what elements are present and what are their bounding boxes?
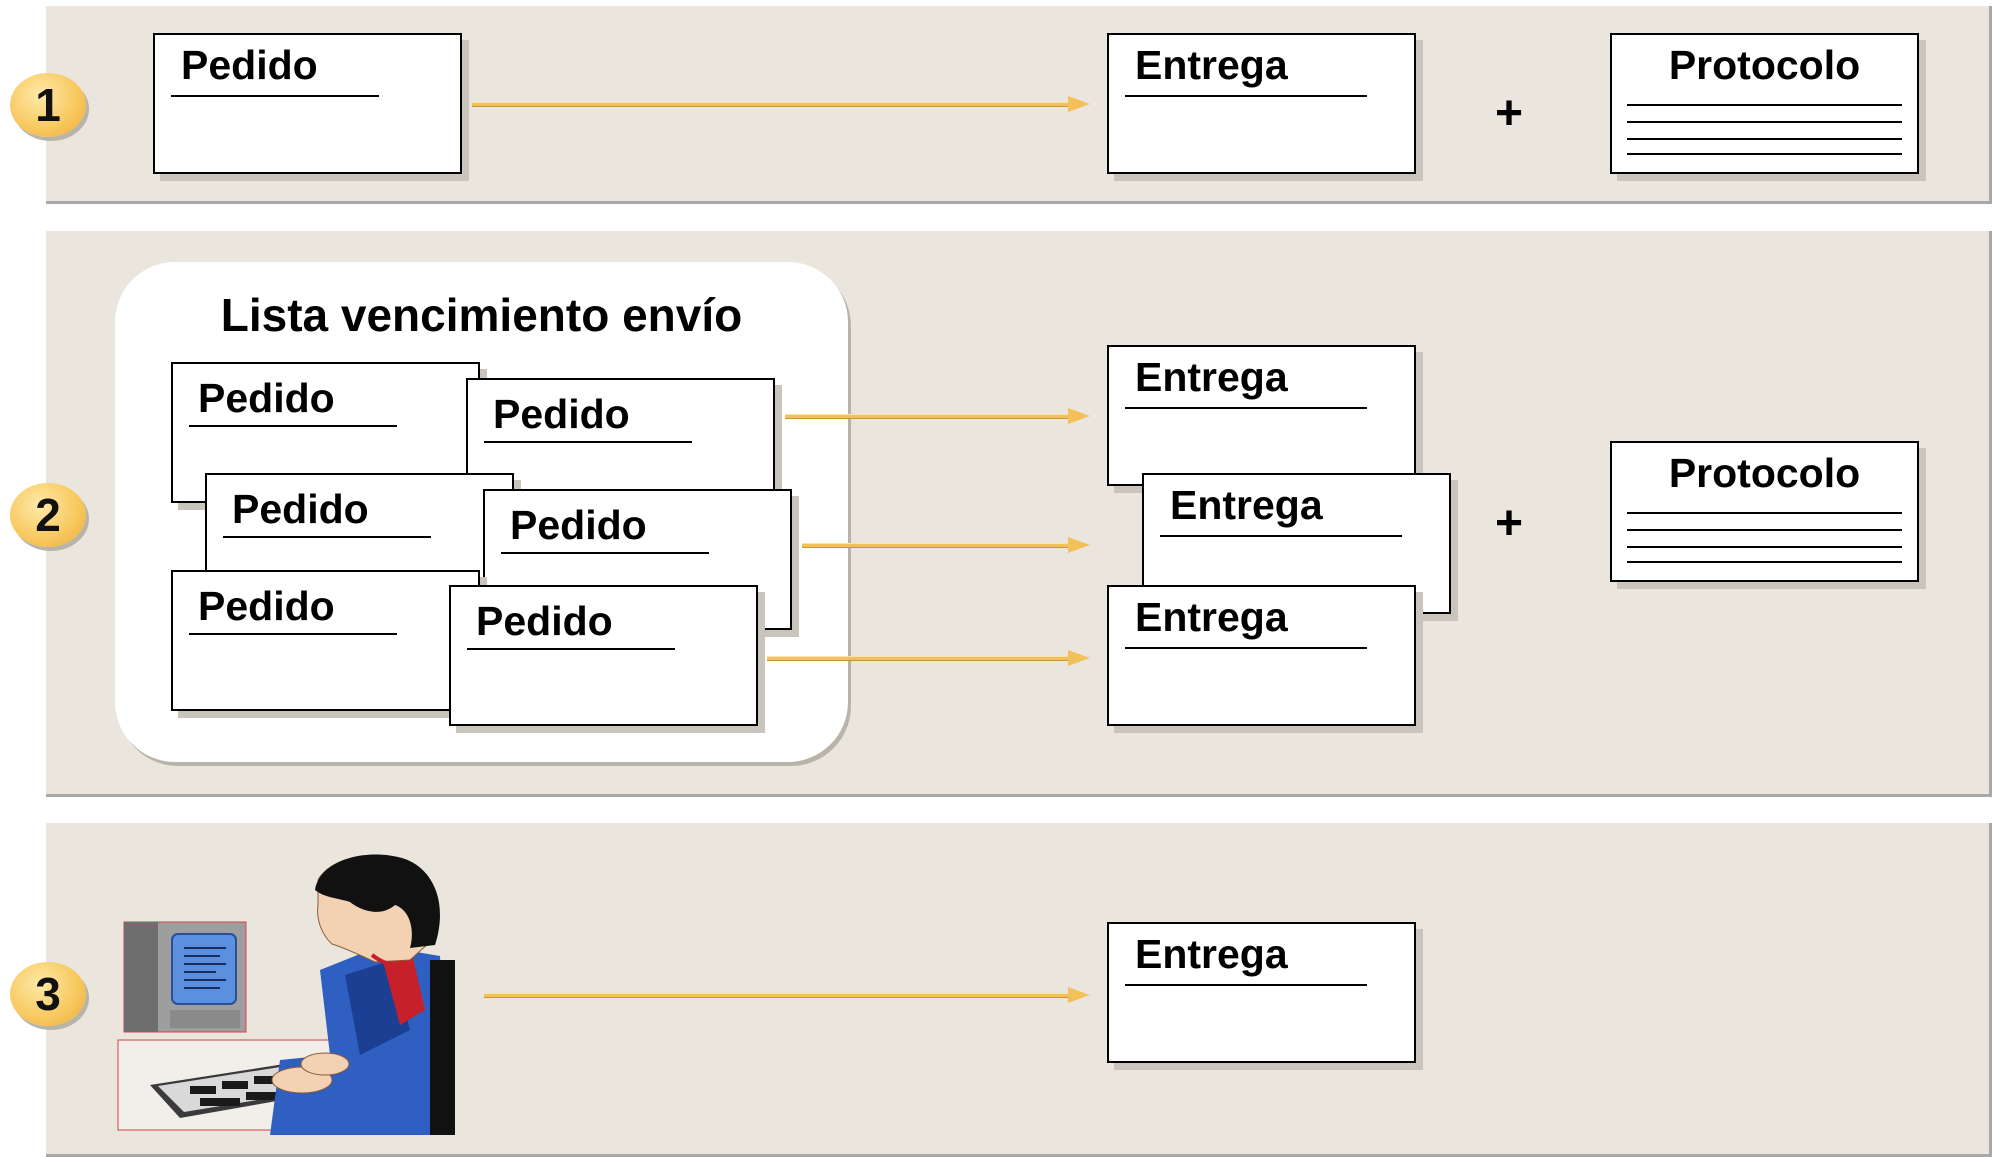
title-underline bbox=[1125, 407, 1367, 409]
title-underline bbox=[484, 441, 692, 443]
order-label: Pedido bbox=[476, 598, 613, 644]
title-underline bbox=[1125, 95, 1367, 97]
protocol-label: Protocolo bbox=[1668, 450, 1861, 496]
order-document: Pedido bbox=[153, 33, 462, 174]
order-label: Pedido bbox=[198, 583, 335, 629]
text-line bbox=[1627, 153, 1902, 155]
delivery-label: Entrega bbox=[1135, 354, 1288, 400]
delivery-document: Entrega bbox=[1107, 33, 1416, 174]
text-line bbox=[1627, 546, 1902, 548]
title-underline bbox=[171, 95, 379, 97]
delivery-document: Entrega bbox=[1107, 345, 1416, 486]
monitor-side bbox=[124, 922, 158, 1032]
protocol-document: Protocolo bbox=[1610, 441, 1919, 582]
arrow-icon bbox=[767, 650, 1090, 666]
title-underline bbox=[467, 648, 675, 650]
monitor-base bbox=[170, 1010, 240, 1028]
arrow-icon bbox=[484, 987, 1090, 1003]
arrow-icon bbox=[785, 408, 1090, 424]
text-line bbox=[1627, 529, 1902, 531]
order-label: Pedido bbox=[198, 375, 335, 421]
order-label: Pedido bbox=[181, 42, 318, 88]
delivery-label: Entrega bbox=[1135, 931, 1288, 977]
delivery-document: Entrega bbox=[1107, 922, 1416, 1063]
order-label: Pedido bbox=[510, 502, 647, 548]
plus-sign: + bbox=[1495, 497, 1524, 550]
step-badge-1: 1 bbox=[10, 73, 86, 137]
title-underline bbox=[501, 552, 709, 554]
delivery-label: Entrega bbox=[1170, 482, 1323, 528]
arrow-icon bbox=[802, 537, 1090, 553]
title-underline bbox=[189, 425, 397, 427]
protocol-document: Protocolo bbox=[1610, 33, 1919, 174]
hand bbox=[300, 1052, 350, 1076]
arrow-icon bbox=[472, 96, 1090, 112]
delivery-document: Entrega bbox=[1107, 585, 1416, 726]
text-line bbox=[1627, 512, 1902, 514]
title-underline bbox=[1125, 647, 1367, 649]
order-label: Pedido bbox=[232, 486, 369, 532]
protocol-label: Protocolo bbox=[1668, 42, 1861, 88]
delivery-label: Entrega bbox=[1135, 594, 1288, 640]
title-underline bbox=[1160, 535, 1402, 537]
title-underline bbox=[189, 633, 397, 635]
text-line bbox=[1627, 104, 1902, 106]
step-badge-3: 3 bbox=[10, 962, 86, 1026]
title-underline bbox=[223, 536, 431, 538]
order-label: Pedido bbox=[493, 391, 630, 437]
title-underline bbox=[1125, 984, 1367, 986]
plus-sign: + bbox=[1495, 87, 1524, 140]
due-list-title: Lista vencimiento envío bbox=[220, 289, 743, 341]
monitor-screen bbox=[171, 933, 237, 1005]
order-document: Pedido bbox=[171, 570, 480, 711]
text-line bbox=[1627, 138, 1902, 140]
order-document: Pedido bbox=[449, 585, 758, 726]
text-line bbox=[1627, 121, 1902, 123]
step-badge-2: 2 bbox=[10, 483, 86, 547]
user-at-computer-icon bbox=[117, 854, 455, 1135]
text-line bbox=[1627, 561, 1902, 563]
person-hair bbox=[315, 854, 440, 948]
delivery-label: Entrega bbox=[1135, 42, 1288, 88]
